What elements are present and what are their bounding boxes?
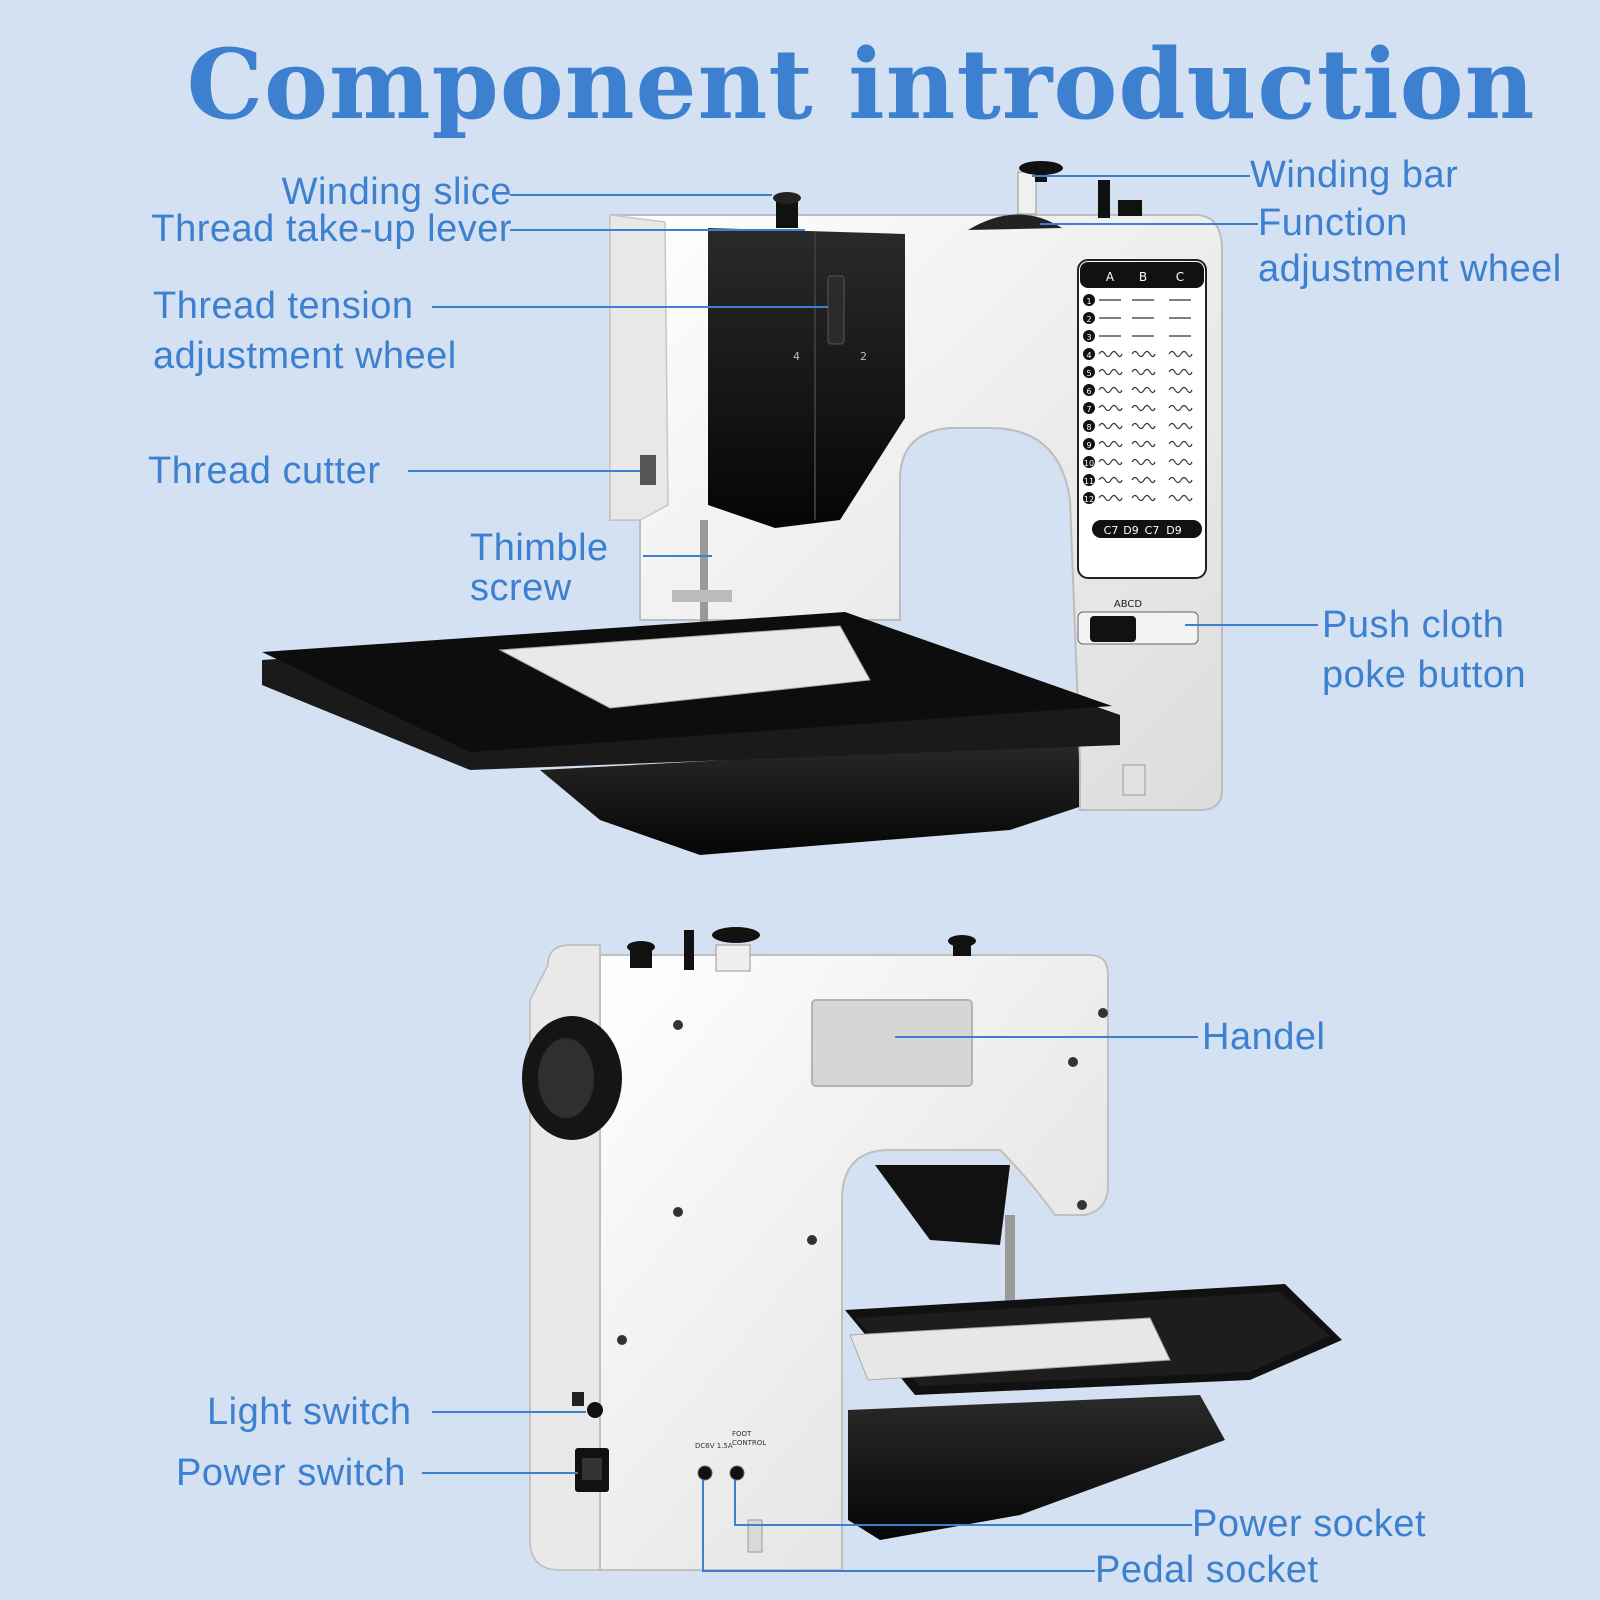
label-handel: Handel: [1202, 1016, 1326, 1058]
stitch-glyph: [1168, 368, 1193, 376]
foot-code-1: C7: [1104, 524, 1119, 537]
stitch-glyph: [1131, 476, 1156, 484]
svg-text:4: 4: [793, 350, 800, 363]
selector-letters: ABCD: [1114, 599, 1143, 610]
chart-row-number: 2: [1086, 315, 1091, 324]
stitch-glyph: [1168, 386, 1193, 394]
label-thread-tension: Thread tension adjustment wheel: [153, 285, 457, 377]
chart-row-marker: [1083, 438, 1095, 450]
stitch-glyph: [1131, 458, 1156, 466]
chart-column-b: B: [1139, 270, 1147, 284]
stitch-glyph: [1168, 404, 1193, 412]
label-pedal-socket: Pedal socket: [1095, 1549, 1319, 1591]
svg-text:2: 2: [860, 350, 867, 363]
chart-row-marker: [1083, 366, 1095, 378]
chart-row-marker: [1083, 474, 1095, 486]
stitch-glyph: [1098, 458, 1123, 466]
machine-front-view: 4 2: [262, 161, 1223, 855]
label-thread-cutter: Thread cutter: [148, 450, 381, 492]
stitch-glyph: [1131, 494, 1156, 502]
stitch-glyph: [1131, 440, 1156, 448]
label-light-switch: Light switch: [207, 1391, 412, 1433]
chart-row-marker: [1083, 420, 1095, 432]
stitch-glyph: [1168, 422, 1193, 430]
label-winding-slice: Winding slice: [281, 171, 512, 213]
chart-row-marker: [1083, 384, 1095, 396]
chart-row-marker: [1083, 348, 1095, 360]
foot-code-4: D9: [1166, 524, 1181, 537]
label-power-switch: Power switch: [176, 1452, 406, 1494]
stitch-glyph: [1168, 476, 1193, 484]
foot-code-2: D9: [1123, 524, 1138, 537]
foot-code-3: C7: [1145, 524, 1160, 537]
chart-column-a: A: [1106, 270, 1115, 284]
stitch-glyph: [1098, 368, 1123, 376]
chart-row-number: 12: [1084, 495, 1094, 504]
foot-control-label-2: CONTROL: [732, 1439, 766, 1447]
stitch-glyph: [1098, 494, 1123, 502]
dc-rating-label: DC6V 1.5A: [695, 1442, 733, 1450]
stitch-glyph: [1098, 422, 1123, 430]
chart-row-number: 8: [1086, 423, 1091, 432]
stitch-glyph: [1131, 386, 1156, 394]
chart-row-marker: [1083, 492, 1095, 504]
stitch-glyph: [1168, 458, 1193, 466]
leader-lines: [408, 175, 1318, 1572]
stitch-glyph: [1098, 350, 1123, 358]
chart-row-marker: [1083, 330, 1095, 342]
chart-row-number: 9: [1086, 441, 1091, 450]
chart-column-c: C: [1176, 270, 1184, 284]
chart-row-marker: [1083, 294, 1095, 306]
stitch-glyph: [1131, 350, 1156, 358]
stitch-glyph: [1098, 386, 1123, 394]
chart-row-number: 4: [1086, 351, 1091, 360]
chart-row-number: 3: [1086, 333, 1091, 342]
machine-back-view: DC6V 1.5A FOOT CONTROL: [522, 927, 1342, 1571]
label-thimble-screw: Thimble screw: [470, 527, 609, 609]
stitch-glyph: [1098, 440, 1123, 448]
stitch-glyph: [1098, 476, 1123, 484]
chart-row-marker: [1083, 402, 1095, 414]
stitch-glyph: [1098, 404, 1123, 412]
stitch-glyph: [1168, 494, 1193, 502]
chart-row-number: 5: [1086, 369, 1091, 378]
chart-row-number: 6: [1086, 387, 1091, 396]
stitch-glyph: [1168, 440, 1193, 448]
label-winding-bar: Winding bar: [1250, 154, 1459, 196]
label-push-cloth: Push cloth poke button: [1322, 604, 1527, 696]
chart-row-number: 7: [1086, 405, 1091, 414]
chart-row-marker: [1083, 312, 1095, 324]
stitch-glyph: [1131, 422, 1156, 430]
page-title: Component introduction: [186, 28, 1536, 141]
label-function-wheel: Function adjustment wheel: [1258, 202, 1562, 290]
chart-row-marker: [1083, 456, 1095, 468]
label-power-socket: Power socket: [1192, 1503, 1427, 1545]
chart-row-number: 11: [1084, 477, 1094, 486]
label-thread-take-up-lever: Thread take-up lever: [151, 208, 512, 250]
stitch-glyph: [1131, 404, 1156, 412]
stitch-glyph: [1131, 368, 1156, 376]
foot-control-label-1: FOOT: [732, 1430, 752, 1438]
chart-row-number: 10: [1084, 459, 1094, 468]
stitch-glyph: [1168, 350, 1193, 358]
chart-row-number: 1: [1086, 297, 1091, 306]
